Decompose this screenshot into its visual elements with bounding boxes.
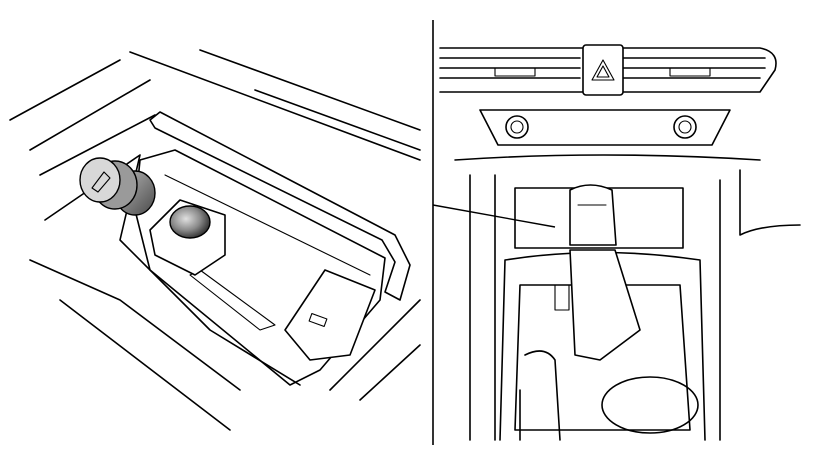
right-knob[interactable] bbox=[673, 115, 697, 139]
shift-button[interactable] bbox=[554, 284, 570, 311]
console-side bbox=[739, 169, 801, 236]
console-edge bbox=[359, 344, 421, 401]
lighter-icon bbox=[91, 171, 111, 193]
trim-line bbox=[254, 89, 421, 151]
hazard-button[interactable] bbox=[582, 44, 624, 96]
shift-lever-knob[interactable] bbox=[569, 184, 617, 246]
vent-tab[interactable] bbox=[494, 67, 536, 77]
vent-tab[interactable] bbox=[669, 67, 711, 77]
storage-bin bbox=[134, 149, 386, 386]
climate-panel bbox=[479, 109, 731, 146]
power-socket[interactable] bbox=[169, 205, 211, 239]
console-storage-panel bbox=[9, 49, 421, 431]
console-edge bbox=[329, 299, 421, 391]
trim-line bbox=[9, 59, 121, 121]
trim-line bbox=[39, 114, 156, 176]
shift-boot bbox=[569, 249, 641, 361]
left-knob[interactable] bbox=[505, 115, 529, 139]
console-edge bbox=[59, 299, 231, 431]
callout-line bbox=[432, 204, 556, 228]
air-vent bbox=[439, 47, 777, 93]
cup-holder bbox=[601, 376, 699, 434]
usb-port-housing bbox=[284, 269, 376, 361]
usb-port[interactable] bbox=[308, 312, 328, 328]
trim-line bbox=[199, 49, 421, 131]
bin-inner-edge bbox=[164, 174, 371, 276]
bin-slot bbox=[189, 269, 276, 331]
trim-line bbox=[129, 51, 421, 161]
bottle-holder bbox=[519, 350, 561, 441]
trim-line bbox=[29, 79, 151, 151]
hazard-icon bbox=[591, 59, 615, 81]
console-side bbox=[469, 174, 496, 441]
dashboard-panel bbox=[439, 44, 801, 441]
storage-lid[interactable] bbox=[149, 111, 411, 301]
console-edge bbox=[29, 259, 241, 391]
cigarette-lighter[interactable] bbox=[79, 157, 156, 216]
dash-edge bbox=[454, 154, 761, 161]
